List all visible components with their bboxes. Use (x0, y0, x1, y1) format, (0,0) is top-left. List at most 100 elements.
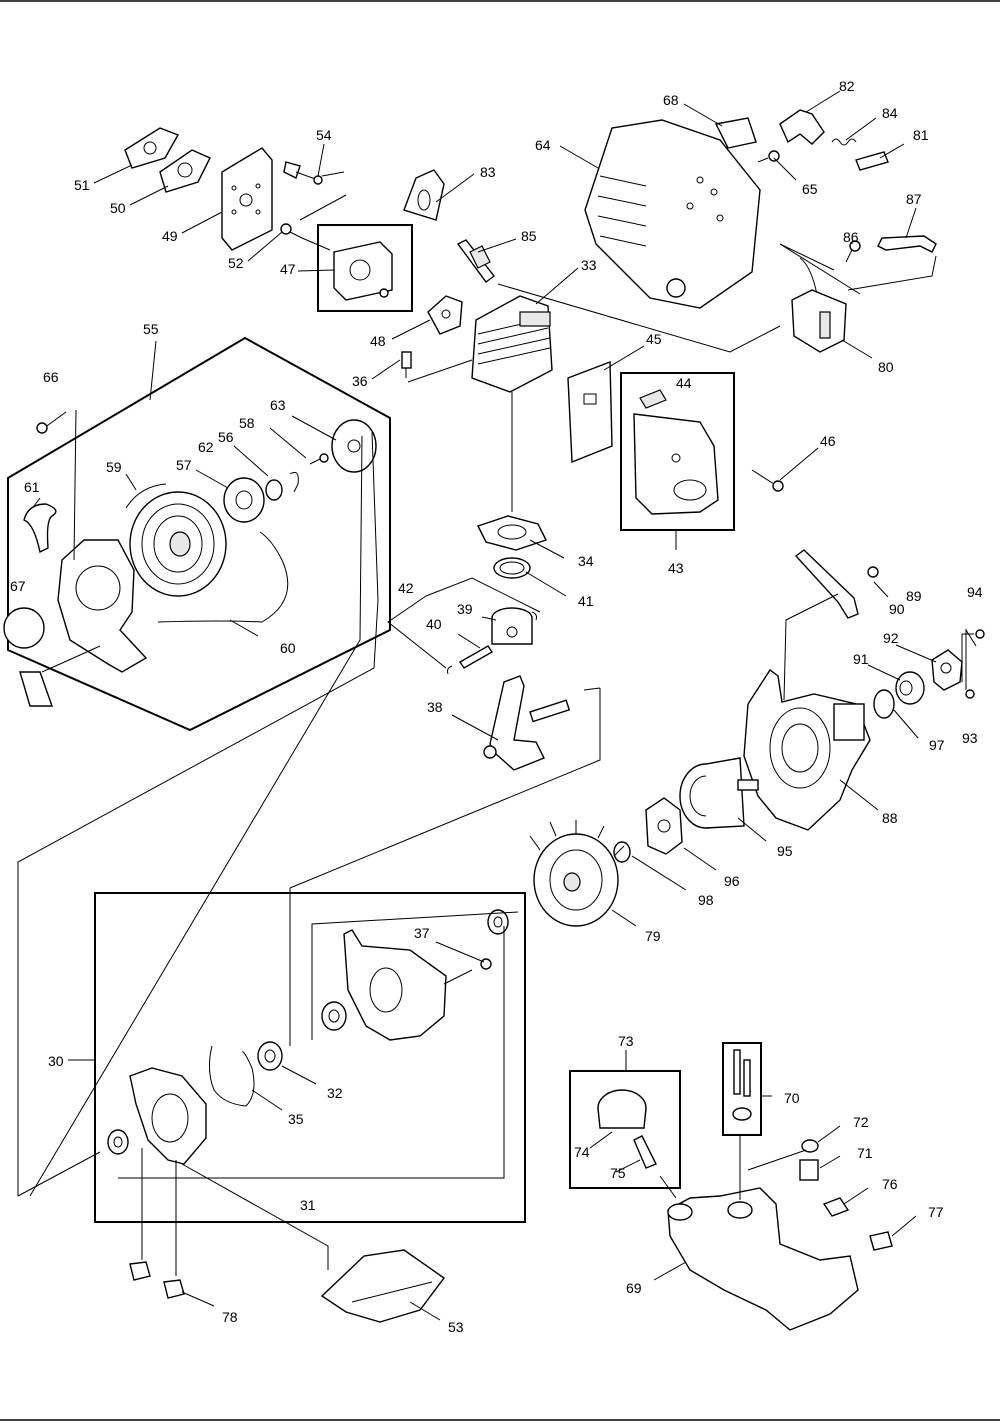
label-70: 70 (784, 1090, 800, 1106)
washer-98 (613, 841, 631, 863)
label-37: 37 (414, 925, 430, 941)
label-68: 68 (663, 92, 679, 108)
ring-41 (493, 557, 531, 579)
label-85: 85 (521, 228, 537, 244)
gasket-35 (208, 1045, 255, 1107)
carburetor-47 (333, 241, 393, 301)
label-88: 88 (882, 810, 898, 826)
gasket-51 (124, 127, 180, 169)
piston-39 (491, 607, 533, 645)
box-73 (569, 1070, 681, 1189)
label-72: 72 (853, 1114, 869, 1130)
plug-boot-83 (403, 169, 445, 221)
bushing-91 (895, 671, 925, 705)
pipe-70 (732, 1049, 752, 1121)
screw-58 (309, 453, 329, 465)
ring-97 (873, 689, 895, 719)
reel-59 (125, 483, 227, 597)
spring-84 (831, 138, 857, 146)
label-96: 96 (724, 873, 740, 889)
clip-42b (531, 611, 537, 621)
label-38: 38 (427, 699, 443, 715)
screw-65 (757, 150, 780, 163)
seal-top (487, 909, 509, 935)
label-73: 73 (618, 1033, 634, 1049)
crankcase-right (343, 929, 447, 1041)
lever-90 (794, 549, 859, 619)
label-75: 75 (610, 1165, 626, 1181)
clamp-92 (931, 649, 963, 691)
ring-67 (3, 607, 45, 649)
cover-77 (869, 1231, 893, 1251)
label-61: 61 (24, 479, 40, 495)
wire-87 (877, 235, 937, 253)
label-44: 44 (676, 375, 692, 391)
label-82: 82 (839, 78, 855, 94)
label-97: 97 (929, 737, 945, 753)
handle-61 (23, 503, 57, 554)
label-94: 94 (967, 584, 983, 600)
label-76: 76 (882, 1176, 898, 1192)
label-65: 65 (802, 181, 818, 197)
screw-89 (867, 566, 879, 578)
terminal-82 (779, 109, 825, 145)
crankcase-left (129, 1067, 207, 1165)
box-70 (722, 1042, 762, 1136)
label-35: 35 (288, 1111, 304, 1127)
damper-78 (163, 1279, 185, 1299)
label-84: 84 (882, 105, 898, 121)
screw-66 (36, 411, 67, 434)
label-62: 62 (198, 439, 214, 455)
screw-93 (965, 689, 975, 699)
box-30-crankcase (94, 892, 526, 1223)
label-66: 66 (43, 369, 59, 385)
filter-71 (799, 1159, 819, 1181)
tank-cap-74 (597, 1089, 647, 1129)
label-43: 43 (668, 560, 684, 576)
washer-62 (265, 479, 283, 501)
pin-40 (459, 645, 493, 669)
label-83: 83 (480, 164, 496, 180)
strainer-75 (633, 1135, 657, 1169)
label-63: 63 (270, 397, 286, 413)
screw-54 (283, 161, 345, 185)
pawl-plate-63 (331, 419, 377, 473)
label-77: 77 (928, 1204, 944, 1220)
heat-plate-48 (427, 295, 463, 335)
pulley-57 (223, 477, 265, 523)
label-45: 45 (646, 331, 662, 347)
label-36: 36 (352, 373, 368, 389)
label-91: 91 (853, 651, 869, 667)
box-47 (317, 224, 413, 312)
screw-94 (975, 629, 985, 639)
seal-bottom (107, 1129, 129, 1155)
clutch-96 (645, 797, 683, 855)
plate-45 (567, 360, 613, 464)
cover-76 (822, 1197, 850, 1217)
label-30: 30 (48, 1053, 64, 1069)
screw-37 (480, 958, 492, 970)
clip-56 (289, 471, 299, 493)
ignition-coil-80 (791, 257, 847, 353)
crankshaft-38 (483, 675, 571, 771)
cylinder-33 (471, 295, 553, 393)
leader-lines (17, 90, 977, 1321)
label-31: 31 (300, 1197, 316, 1213)
bearing-32 (257, 1041, 283, 1071)
label-40: 40 (426, 616, 442, 632)
label-59: 59 (106, 459, 122, 475)
filter-44 (639, 389, 667, 409)
label-57: 57 (176, 457, 192, 473)
clip-42a (447, 665, 453, 675)
label-56: 56 (218, 429, 234, 445)
label-69: 69 (626, 1280, 642, 1296)
clutch-housing-88 (743, 668, 871, 831)
label-78: 78 (222, 1309, 238, 1325)
label-46: 46 (820, 433, 836, 449)
label-52: 52 (228, 255, 244, 271)
screw-52 (280, 223, 303, 239)
box-43 (620, 372, 735, 531)
label-47: 47 (280, 261, 296, 277)
starter-housing (57, 539, 148, 673)
label-plate (19, 671, 53, 707)
